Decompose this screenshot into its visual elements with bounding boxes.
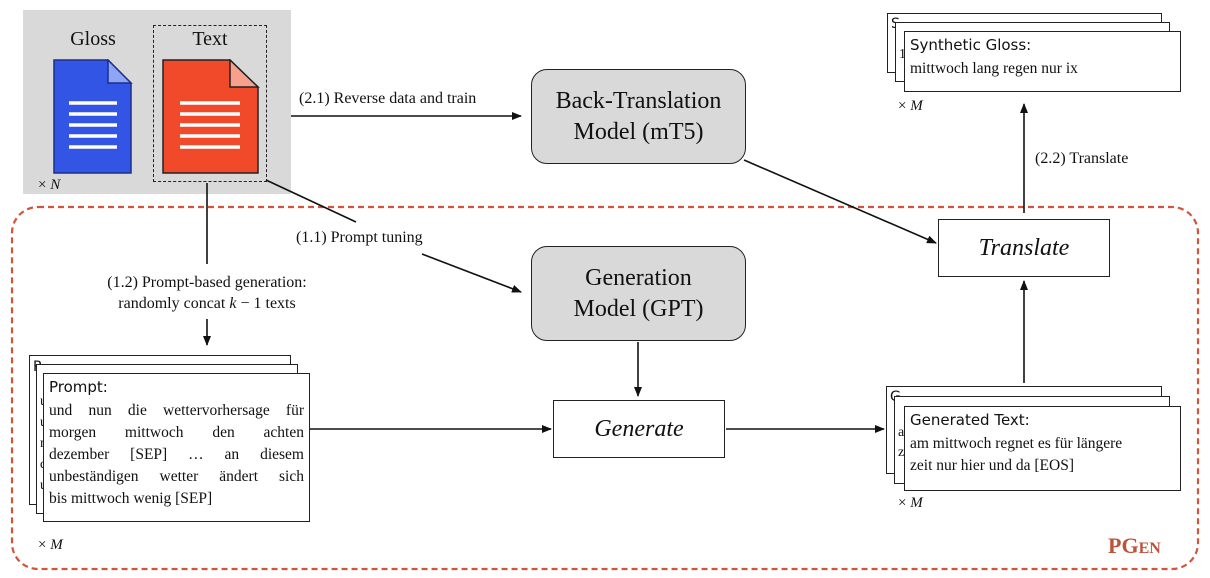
arrow-prompt-tuning-end (421, 253, 522, 293)
generated-line: zeit nur hier und da [EOS] (910, 457, 1074, 474)
times-symbol: × (898, 98, 907, 114)
prompt-line: und nun die wettervorhersage für (49, 402, 304, 419)
prompt-line: unbeständigen wetter ändert sich (49, 468, 304, 485)
generated-card-text: am mittwoch regnet es für längere zeit n… (910, 433, 1175, 477)
arrow-backtranslation-to-translate (743, 159, 937, 244)
text-selection-outline (153, 25, 267, 182)
times-symbol: × (898, 495, 907, 511)
generated-back-glyph: z (898, 445, 905, 460)
label-prompt-tuning: (1.1) Prompt tuning (296, 227, 423, 248)
prompt-card-text: und nun die wettervorhersage für morgen … (49, 400, 304, 510)
label-reverse-data: (2.1) Reverse data and train (299, 90, 477, 107)
times-symbol: × (38, 537, 47, 553)
generate-box: Generate (553, 400, 725, 458)
text-document-icon (162, 59, 260, 174)
translate-box: Translate (938, 219, 1110, 277)
generated-text-card: Generated Text: am mittwoch regnet es fü… (904, 406, 1181, 491)
text-label: Text (192, 28, 228, 50)
prompt-line: dezember [SEP] … an diesem (49, 446, 304, 463)
arrow-prompt-tuning-start (265, 179, 357, 223)
gloss-label: Gloss (70, 28, 116, 50)
generated-multiplier: × M (898, 495, 923, 512)
times-symbol: × (38, 177, 47, 193)
pgen-brand-big: PG (1108, 533, 1139, 558)
synthetic-card-title: Synthetic Gloss: (910, 36, 1032, 54)
synthetic-multiplier: × M (898, 98, 923, 115)
prompt-line: morgen mittwoch den achten (49, 424, 304, 441)
generated-card-title: Generated Text: (910, 411, 1030, 429)
synthetic-card-text: mittwoch lang regen nur ix (910, 60, 1078, 77)
label-prompt-generation-line2: randomly concat k − 1 texts (80, 293, 334, 314)
back-translation-model-box: Back-Translation Model (mT5) (531, 69, 746, 164)
generation-model-box: Generation Model (GPT) (531, 246, 746, 341)
pgen-brand-small: EN (1138, 540, 1161, 557)
multiplier-variable: M (50, 537, 63, 553)
input-multiplier: × N (38, 177, 60, 194)
pgen-brand-label: PGEN (1108, 533, 1161, 559)
synthetic-gloss-card: Synthetic Gloss: mittwoch lang regen nur… (904, 31, 1181, 92)
prompt-multiplier: × M (38, 537, 63, 554)
label-prompt-generation-post: − 1 texts (236, 295, 296, 312)
label-prompt-generation: (1.2) Prompt-based generation: randomly … (80, 272, 334, 314)
generated-line: am mittwoch regnet es für längere (910, 435, 1123, 452)
prompt-card: Prompt: und nun die wettervorhersage für… (43, 373, 310, 522)
generated-back-glyph: a (898, 425, 905, 440)
multiplier-variable: M (910, 98, 923, 114)
synthetic-back-glyph: 1 (899, 47, 906, 62)
prompt-line: bis mittwoch wenig [SEP] (49, 490, 213, 507)
gloss-document-icon (53, 59, 133, 174)
multiplier-variable: N (50, 177, 61, 193)
multiplier-variable: M (910, 495, 923, 511)
label-prompt-generation-line1: (1.2) Prompt-based generation: (107, 274, 307, 291)
prompt-card-title: Prompt: (49, 378, 108, 396)
label-translate-step: (2.2) Translate (1035, 150, 1129, 167)
label-prompt-generation-k: k (229, 295, 237, 312)
label-prompt-generation-pre: randomly concat (118, 295, 230, 312)
